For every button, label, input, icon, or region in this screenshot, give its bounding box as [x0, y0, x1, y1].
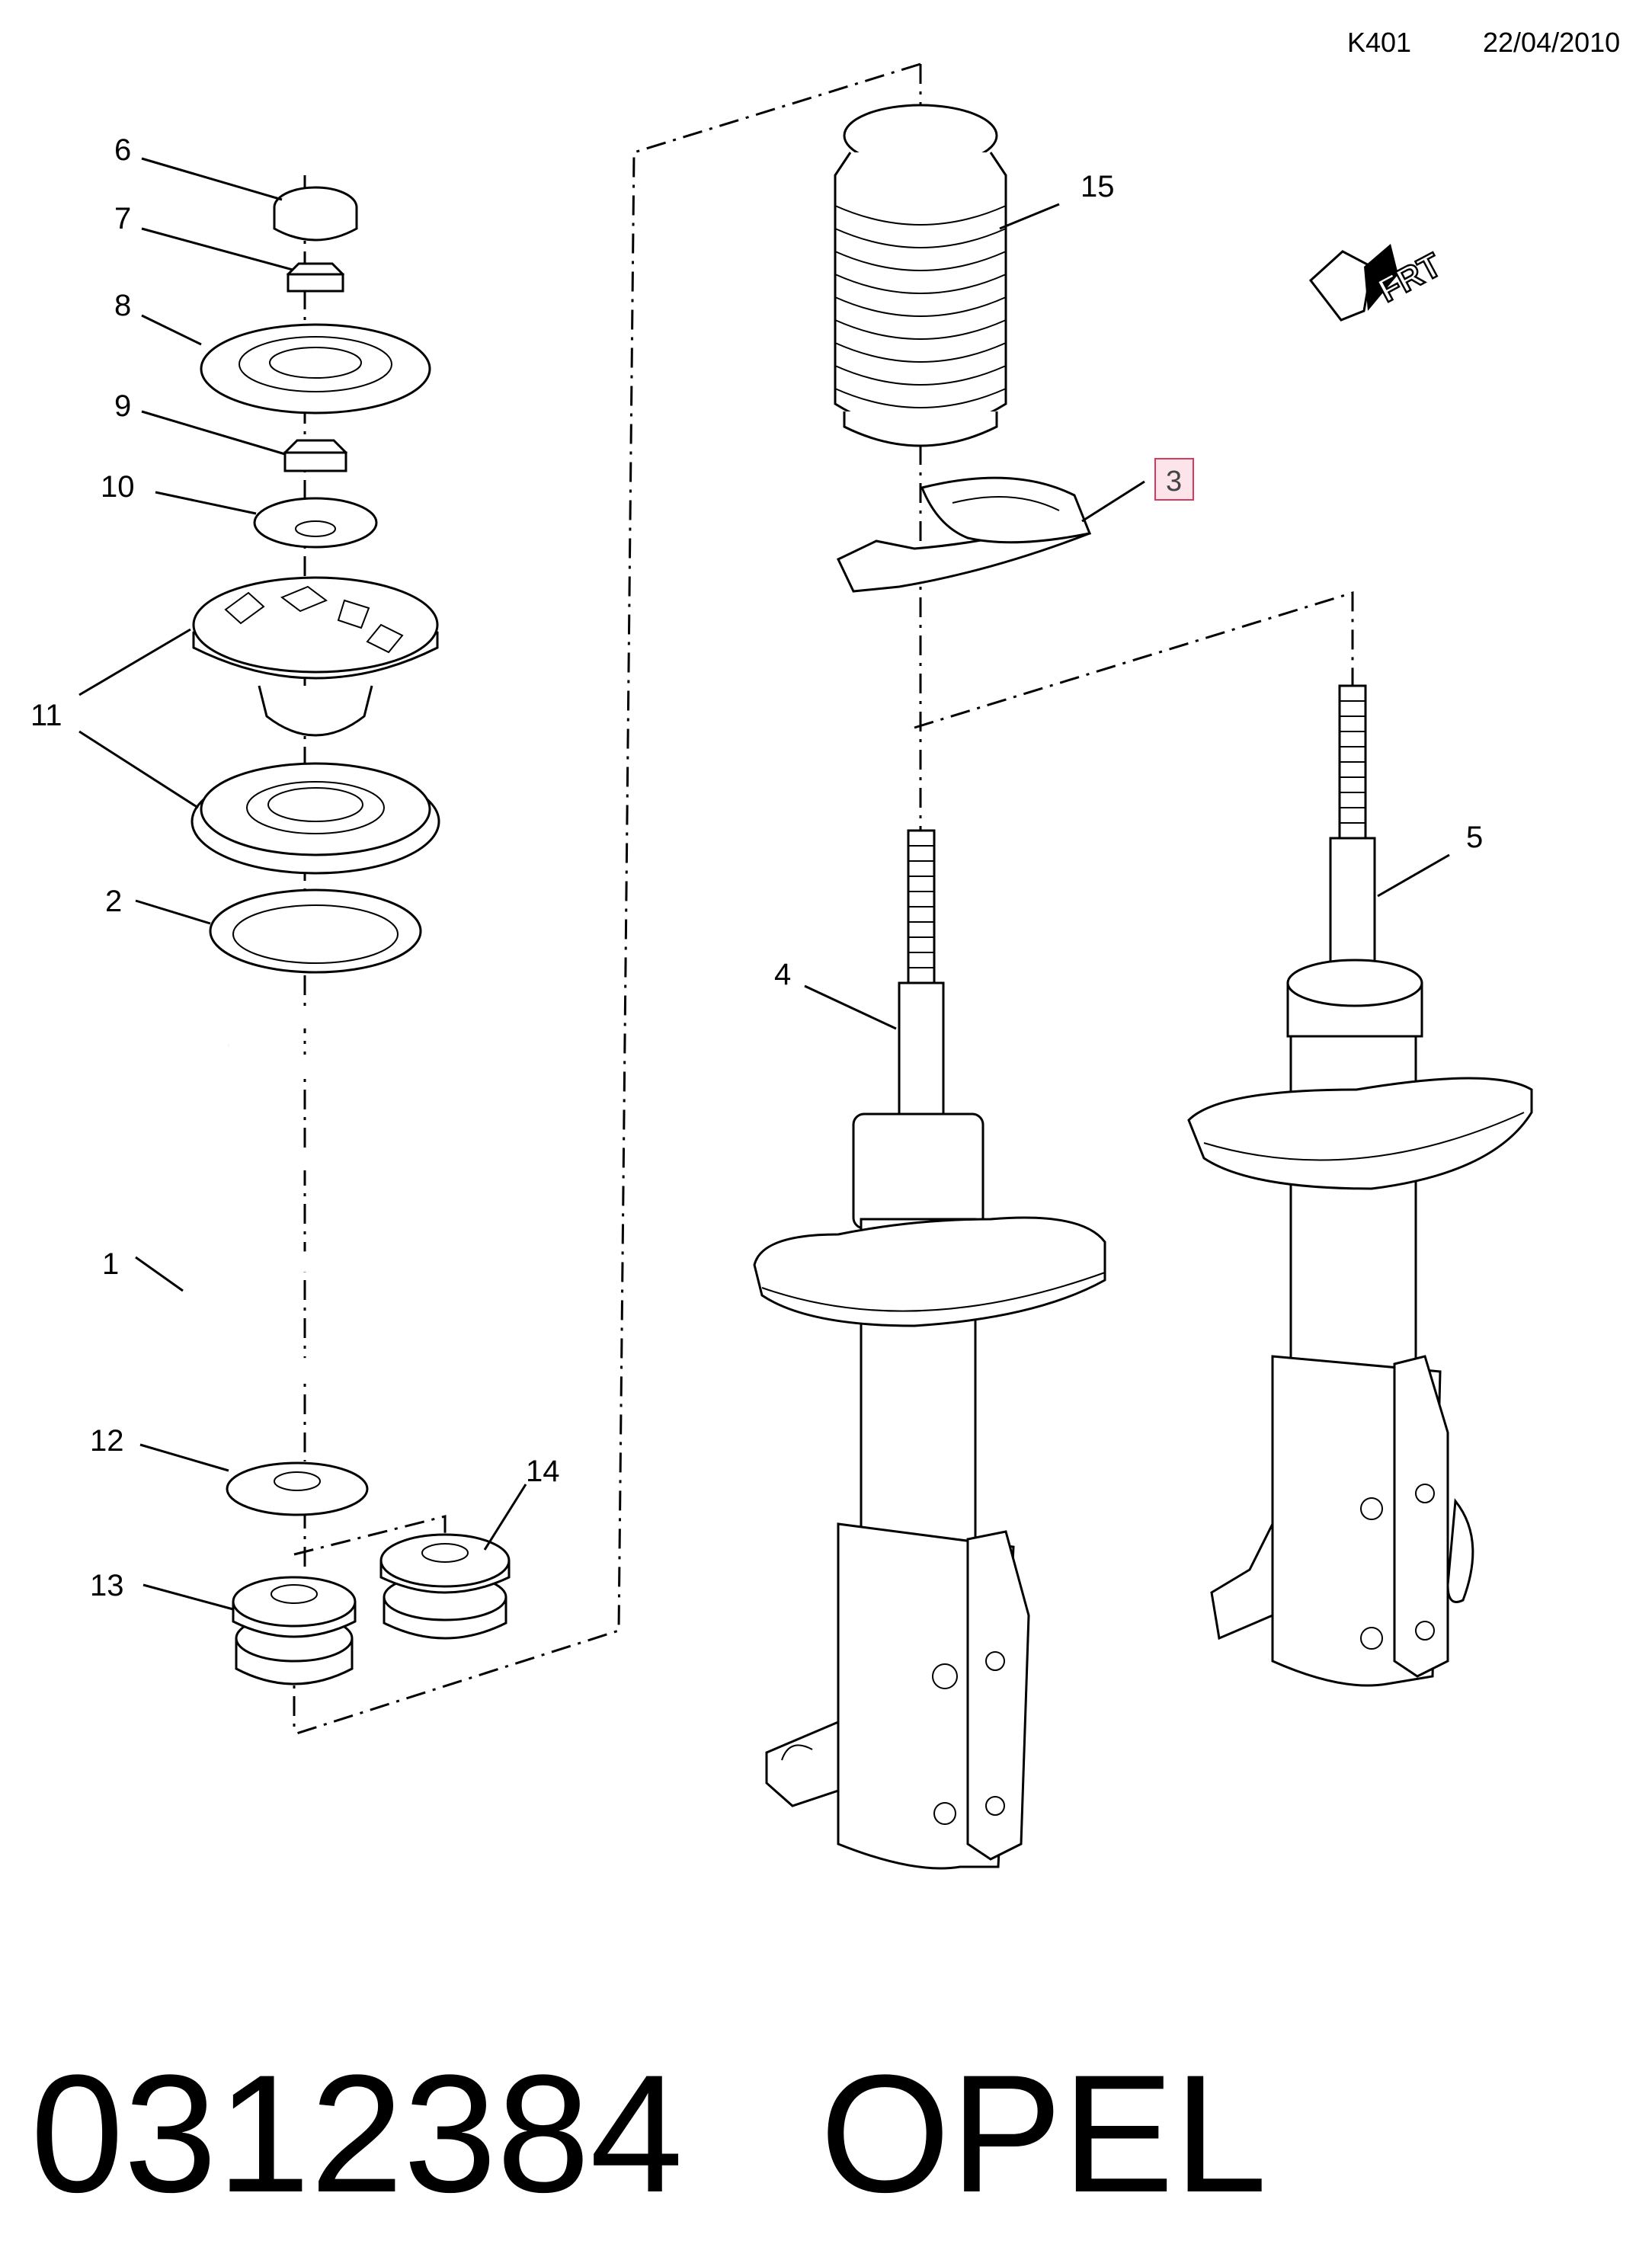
callout-1: 1 — [102, 1247, 119, 1281]
part-13-bump-stop — [232, 1576, 357, 1685]
part-8-mount-plate — [200, 323, 431, 415]
callout-13: 13 — [90, 1569, 124, 1602]
callout-6: 6 — [114, 133, 131, 167]
callout-10: 10 — [101, 470, 135, 504]
callout-4: 4 — [774, 958, 791, 991]
brand-name: OPEL — [820, 2040, 1267, 2227]
callout-11: 11 — [30, 699, 62, 732]
part-6-dust-cap — [273, 186, 358, 242]
part-4-shock-absorber — [753, 829, 1106, 1870]
part-10-washer — [253, 497, 378, 549]
front-direction-icon: FRT — [1308, 244, 1449, 322]
part-3-spring-isolator — [837, 476, 1092, 593]
part-14-bump-stop — [379, 1533, 511, 1640]
assembly-lines — [293, 62, 1354, 1736]
callout-labels: 6 7 8 9 10 11 2 1 12 13 14 15 3 4 5 — [30, 133, 1483, 1602]
diagram-date: 22/04/2010 — [1483, 27, 1620, 58]
callout-9: 9 — [114, 389, 131, 423]
part-9-nut — [283, 439, 348, 472]
part-15-bellows — [834, 104, 1007, 447]
part-11-bearing — [190, 762, 440, 875]
callout-3: 3 — [1166, 466, 1182, 498]
part-number: 0312384 — [30, 2040, 683, 2227]
part-12-bump-washer — [226, 1461, 369, 1516]
callout-12: 12 — [90, 1424, 124, 1458]
diagram-code: K401 — [1347, 27, 1411, 58]
part-2-spring-seat — [209, 888, 422, 974]
callout-3-highlight: 3 — [1154, 458, 1194, 501]
callout-5: 5 — [1466, 821, 1483, 854]
leader-lines — [78, 157, 1450, 1611]
part-7-nut — [286, 262, 345, 293]
part-5-shock-absorber — [1187, 684, 1533, 1687]
callout-8: 8 — [114, 289, 131, 322]
callout-15: 15 — [1081, 170, 1115, 203]
callout-7: 7 — [114, 202, 131, 235]
callout-14: 14 — [526, 1455, 560, 1488]
part-11-strut-mount — [192, 576, 439, 737]
callout-2: 2 — [105, 885, 122, 918]
part-1-coil-spring — [155, 1011, 485, 1480]
